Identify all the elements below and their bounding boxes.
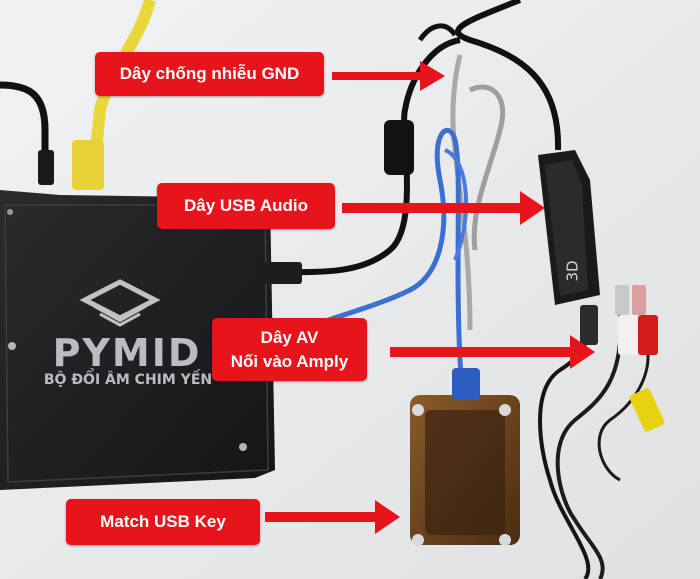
brand-tagline: BỘ ĐỔI ÂM CHIM YẾN (43, 372, 213, 388)
av-plug-yellow (629, 388, 665, 432)
label-usb-audio-text: Dây USB Audio (183, 196, 309, 215)
power-cable (0, 81, 49, 160)
av-cable-loop (597, 329, 650, 482)
usb-key-dongle (410, 368, 520, 546)
label-gnd-wire-text: Dây chống nhiễu GND (119, 64, 300, 83)
arrow-av (390, 335, 595, 369)
adapter-cable-end (417, 23, 458, 42)
arrow-usb-audio (342, 191, 545, 225)
screw (8, 342, 16, 350)
main-box (0, 190, 275, 490)
label-usb-key: Match USB Key (66, 499, 260, 545)
arrows (265, 61, 595, 534)
adapter-cable (455, 0, 562, 151)
ferrite-bead (384, 120, 414, 175)
av-plug-black (580, 305, 598, 345)
usb-plug (262, 262, 302, 284)
arrow-usb-key (265, 500, 400, 534)
usb-key-cable (299, 127, 465, 391)
brand-logo-icon (79, 279, 161, 327)
brand-name: PYMID (52, 331, 202, 375)
av-plug-red-body (638, 315, 658, 355)
usb-key-cable-loop (444, 148, 469, 261)
label-av-line2: Nối vào Amply (230, 351, 349, 371)
label-av-line1: Dây AV (260, 327, 319, 347)
av-plug-white (615, 285, 629, 315)
usb-audio-adapter (538, 150, 600, 305)
gnd-wire-loop (468, 84, 506, 251)
adapter-mark: 3D (563, 260, 582, 282)
label-av: Dây AV Nối vào Amply (212, 318, 367, 381)
av-plug-red (632, 285, 646, 315)
av-cable-black-2 (555, 309, 623, 579)
av-plug-white-body (618, 315, 638, 355)
ethernet-plug (72, 140, 104, 190)
power-plug (38, 150, 54, 185)
screw (239, 443, 247, 451)
arrow-gnd (332, 61, 445, 91)
label-gnd-wire: Dây chống nhiễu GND (95, 52, 324, 96)
label-usb-key-text: Match USB Key (100, 512, 226, 531)
label-usb-audio: Dây USB Audio (157, 183, 335, 229)
screw (7, 209, 13, 215)
